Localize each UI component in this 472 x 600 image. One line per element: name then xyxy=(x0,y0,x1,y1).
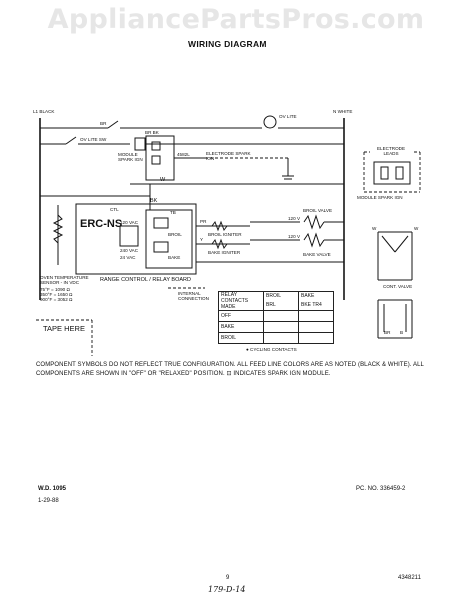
electrode-label: ELECTRODE SPARK IGN xyxy=(206,151,251,161)
relay-cell xyxy=(298,321,334,333)
relay-bake-text: BAKE xyxy=(301,293,315,299)
pin-120vac: 120 VAC xyxy=(120,220,139,225)
l1-label: L1 BLACK xyxy=(33,109,55,114)
pin-240vac: 240 VAC xyxy=(120,248,139,253)
broil-valve-label: BROIL VALVE xyxy=(303,208,333,213)
relay-sub-bke: BKE xyxy=(301,302,312,308)
br-bk-label: BR BK xyxy=(145,130,159,135)
notes: COMPONENT SYMBOLS DO NOT REFLECT TRUE CO… xyxy=(36,362,424,377)
sensor-r1: 75°F = 1090 Ω xyxy=(40,287,70,292)
sensor-r3: 900°F = 3052 Ω xyxy=(40,297,73,302)
wire-bk-label: BK xyxy=(150,198,158,204)
relay-cell xyxy=(263,310,299,322)
valve-v1-label: 120 V xyxy=(288,216,301,221)
br-label: BR xyxy=(100,121,107,126)
cont-valve-label: CONT. VALVE xyxy=(383,284,413,289)
igniter-y-label: Y xyxy=(200,237,204,242)
sensor-label: OVEN TEMPERATURE SENSOR - IN VDC xyxy=(40,275,89,285)
pin-24vac: 24 VAC xyxy=(120,255,136,260)
relay-header-broil: BROIL BRL xyxy=(263,291,299,311)
relay-header-bake: BAKE BKE TR4 xyxy=(298,291,334,311)
cycling-contacts-note: ● CYCLING CONTACTS xyxy=(246,347,297,352)
board-caption: RANGE CONTROL / RELAY BOARD xyxy=(100,277,191,283)
relay-row-broil: BROIL xyxy=(218,332,264,344)
watermark: AppliancePartsPros.com xyxy=(47,4,425,35)
diagram-date: 1-29-88 xyxy=(38,498,59,504)
pin-bake: BAKE xyxy=(168,255,181,260)
valve-br1: BR xyxy=(384,330,391,335)
relay-row-off: OFF xyxy=(218,310,264,322)
broil-igniter-label: BROIL IGNITER xyxy=(208,232,242,237)
part-number: PC. NO. 336459-2 xyxy=(356,486,406,492)
relay-sub-brl: BRL xyxy=(266,302,276,308)
ov-lite-sw-label: OV LITE SW xyxy=(80,137,107,142)
relay-sub-tr4: TR4 xyxy=(312,302,322,308)
relay-cell xyxy=(298,310,334,322)
relay-broil-text: BROIL xyxy=(266,293,282,299)
valve-v2-label: 120 V xyxy=(288,234,301,239)
handwritten-note: 179-D-14 xyxy=(208,585,246,594)
module-lead-label: 4582L xyxy=(177,152,190,157)
valve-w2: W xyxy=(414,226,419,231)
bake-igniter-label: BAKE IGNITER xyxy=(208,250,241,255)
relay-row-bake: BAKE xyxy=(218,321,264,333)
relay-cell xyxy=(263,321,299,333)
relay-table: RELAY CONTACTS MADE BROIL BRL BAKE BKE TR4… xyxy=(218,291,334,344)
oven-lite-label: OV LITE xyxy=(279,114,297,119)
relay-cell xyxy=(263,332,299,344)
bake-valve-label: BAKE VALVE xyxy=(303,252,331,257)
pin-ctl: CTL xyxy=(110,207,119,212)
sensor-r2: 350°F = 1650 Ω xyxy=(40,292,73,297)
wire-w-label: W xyxy=(160,177,166,183)
valve-br2: B xyxy=(400,330,404,335)
relay-header-contacts: RELAY CONTACTS MADE xyxy=(218,291,264,311)
n-label: N WHITE xyxy=(333,109,353,114)
document-number: 4348211 xyxy=(398,575,421,581)
page-title: WIRING DIAGRAM xyxy=(188,39,267,49)
page-number: 9 xyxy=(226,575,230,581)
module-spark-label: MODULE SPARK IGN xyxy=(357,195,403,200)
relay-cell xyxy=(298,332,334,344)
internal-connection-label: INTERNAL CONNECTION xyxy=(178,291,209,301)
wd-number: W.D. 1095 xyxy=(38,486,67,492)
pin-tb: TB xyxy=(170,210,176,215)
erc-label: ERC-NS xyxy=(80,218,123,230)
pin-broil: BROIL xyxy=(168,232,182,237)
valve-w1: W xyxy=(372,226,377,231)
electrode-leads-label: ELECTRODE LEADS xyxy=(370,146,412,156)
module-label: MODULE SPARK IGN xyxy=(118,152,143,162)
igniter-pr-label: PR xyxy=(200,219,207,224)
tape-here-label: TAPE HERE xyxy=(43,324,85,333)
